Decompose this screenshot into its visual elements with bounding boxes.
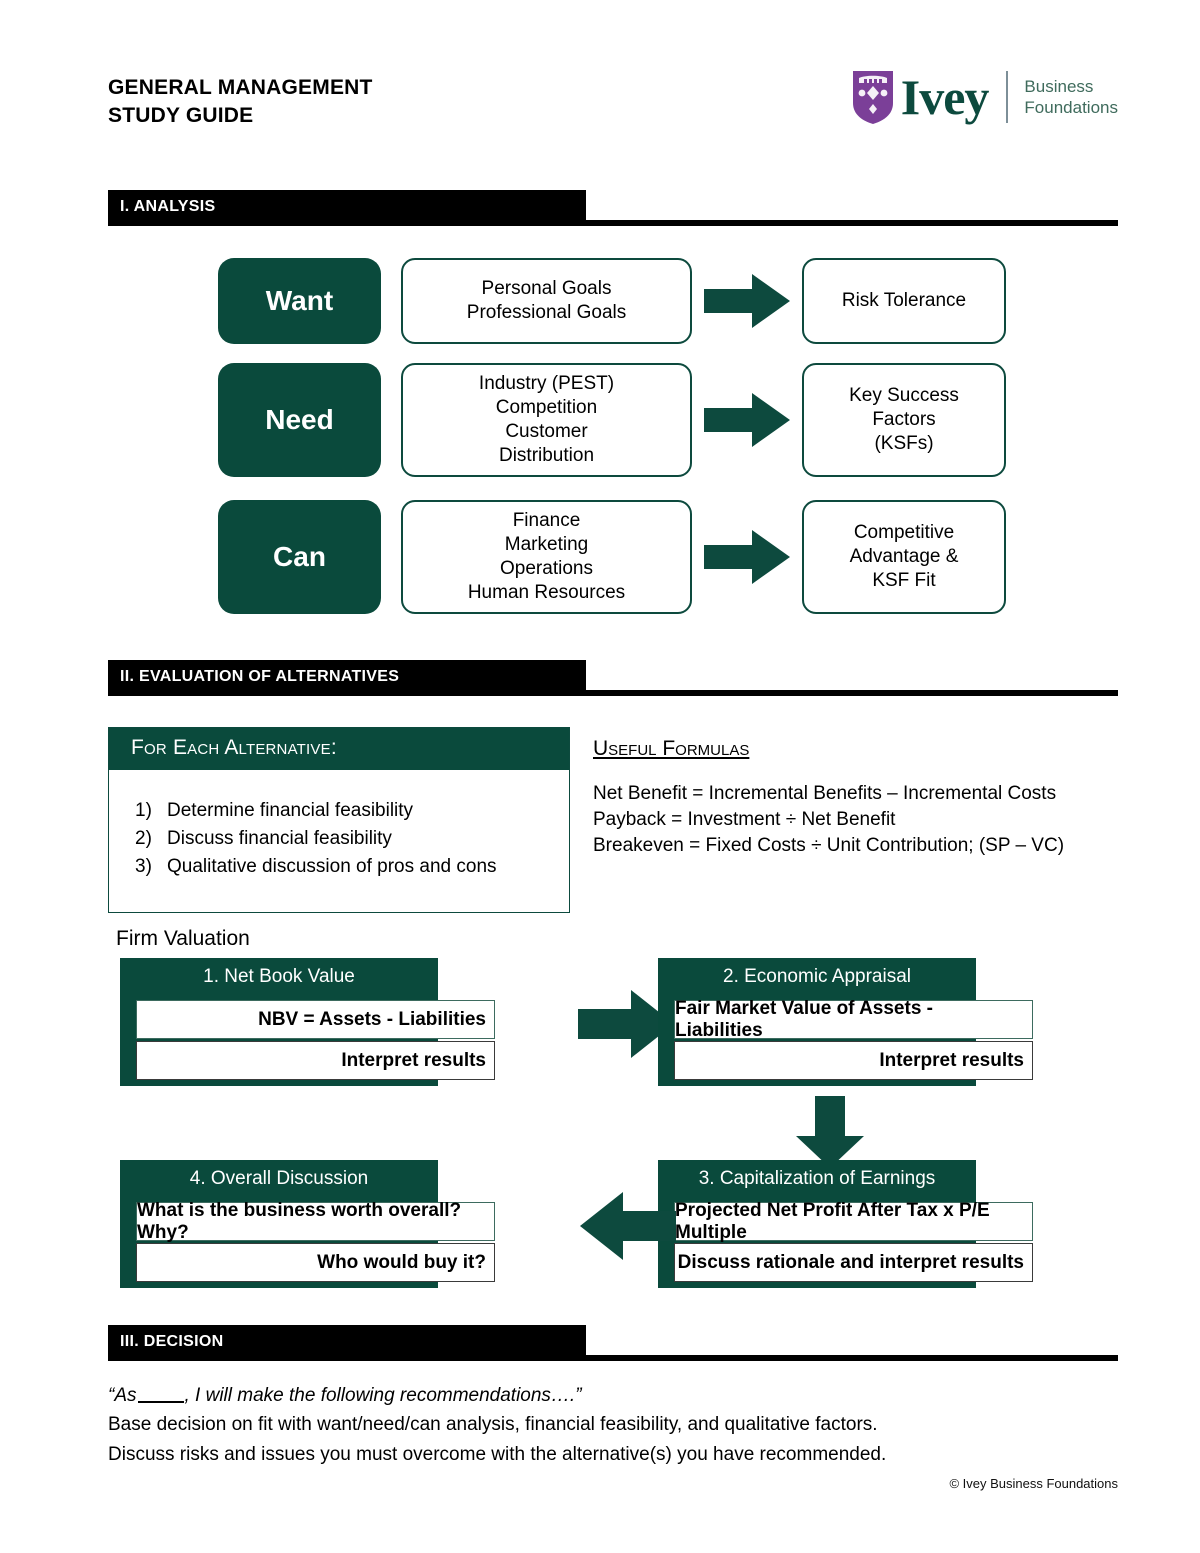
arrow-cell-can <box>692 500 802 614</box>
firm-valuation-label: Firm Valuation <box>116 927 250 950</box>
valuation-step-2-row1: Fair Market Value of Assets - Liabilitie… <box>674 998 1033 1041</box>
valuation-step-3-row2: Discuss rationale and interpret results <box>674 1243 1033 1282</box>
for-each-alternative-list: 1) Determine financial feasibility 2) Di… <box>109 770 569 912</box>
section-bar-block <box>108 190 586 226</box>
valuation-step-2: 2. Economic Appraisal Fair Market Value … <box>658 958 1033 1086</box>
list-item-number: 1) <box>135 800 152 821</box>
list-item-label: Qualitative discussion of pros and cons <box>167 856 497 877</box>
section-header-analysis: I. ANALYSIS <box>108 190 1118 226</box>
list-item-label: Determine financial feasibility <box>167 800 414 821</box>
for-each-alternative-heading: For Each Alternative: <box>109 728 569 770</box>
footer-copyright: © Ivey Business Foundations <box>949 1476 1118 1491</box>
analysis-key-can: Can <box>218 500 381 614</box>
useful-formulas-title: Useful Formulas <box>593 737 750 760</box>
list-item: 1) Determine financial feasibility <box>123 798 559 824</box>
analysis-outcome-need-text: Key Success Factors (KSFs) <box>849 385 959 454</box>
section-header-decision: III. DECISION <box>108 1325 1118 1361</box>
analysis-detail-want-text: Personal Goals Professional Goals <box>466 278 627 323</box>
decision-blank-field <box>137 1401 184 1403</box>
for-each-alternative-box: For Each Alternative: 1) Determine finan… <box>108 727 570 913</box>
document-header: GENERAL MANAGEMENT STUDY GUIDE Ivey Busi… <box>108 71 1118 154</box>
decision-body: “As , I will make the following recommend… <box>108 1382 1118 1470</box>
analysis-outcome-can-text: Competitive Advantage & KSF Fit <box>849 522 959 591</box>
section-label-analysis: I. ANALYSIS <box>120 198 216 215</box>
decision-line-2: Base decision on fit with want/need/can … <box>108 1414 878 1435</box>
valuation-step-1: 1. Net Book Value NBV = Assets - Liabili… <box>120 958 495 1086</box>
ivey-business-foundations-logo: Ivey Business Foundations <box>851 62 1118 132</box>
useful-formulas: Useful Formulas Net Benefit = Incrementa… <box>593 737 1118 859</box>
arrow-right-icon <box>704 530 790 584</box>
logo-wordmark: Ivey <box>900 69 990 125</box>
valuation-step-4-row2: Who would buy it? <box>136 1243 495 1282</box>
formula-line: Breakeven = Fixed Costs ÷ Unit Contribut… <box>593 835 1065 856</box>
section-bar-block <box>108 660 586 696</box>
logo-divider <box>1006 71 1009 123</box>
analysis-row-need: Need Industry (PEST) Competition Custome… <box>108 363 1118 477</box>
valuation-step-1-row1: NBV = Assets - Liabilities <box>136 1000 495 1039</box>
valuation-step-4: 4. Overall Discussion What is the busine… <box>120 1160 495 1288</box>
decision-quote-after: , I will make the following recommendati… <box>184 1385 582 1406</box>
valuation-step-3-title: 3. Capitalization of Earnings <box>698 1168 936 1189</box>
analysis-detail-can-text: Finance Marketing Operations Human Resou… <box>467 510 626 603</box>
section-label-evaluation: II. EVALUATION OF ALTERNATIVES <box>120 668 400 685</box>
decision-quote-before: “As <box>108 1385 137 1406</box>
section-bar-rule <box>586 1355 1118 1361</box>
valuation-step-3-row1: Projected Net Profit After Tax x P/E Mul… <box>674 1200 1033 1243</box>
arrow-left-icon <box>580 1192 676 1260</box>
decision-quote: “As , I will make the following recommend… <box>108 1382 1118 1410</box>
arrow-cell-need <box>692 363 802 477</box>
decision-line-3: Discuss risks and issues you must overco… <box>108 1444 887 1465</box>
analysis-detail-need: Industry (PEST) Competition Customer Dis… <box>401 363 692 477</box>
formula-line: Net Benefit = Incremental Benefits – Inc… <box>593 783 1057 804</box>
list-item: 2) Discuss financial feasibility <box>123 826 559 852</box>
section-bar-block <box>108 1325 586 1361</box>
arrow-right-icon <box>704 274 790 328</box>
formula-line: Payback = Investment ÷ Net Benefit <box>593 809 896 830</box>
analysis-detail-need-text: Industry (PEST) Competition Customer Dis… <box>478 373 615 466</box>
valuation-step-2-title: 2. Economic Appraisal <box>723 966 911 987</box>
section-bar-rule <box>586 690 1118 696</box>
valuation-step-2-row2: Interpret results <box>674 1041 1033 1080</box>
analysis-outcome-can: Competitive Advantage & KSF Fit <box>802 500 1006 614</box>
analysis-detail-can: Finance Marketing Operations Human Resou… <box>401 500 692 614</box>
analysis-outcome-want: Risk Tolerance <box>802 258 1006 344</box>
list-item-label: Discuss financial feasibility <box>167 828 392 849</box>
arrow-right-icon <box>578 990 674 1058</box>
section-label-decision: III. DECISION <box>120 1333 224 1350</box>
arrow-down-icon <box>796 1096 864 1168</box>
valuation-step-4-title: 4. Overall Discussion <box>189 1168 369 1189</box>
valuation-step-1-row2: Interpret results <box>136 1041 495 1080</box>
analysis-key-want: Want <box>218 258 381 344</box>
analysis-key-need: Need <box>218 363 381 477</box>
section-header-evaluation: II. EVALUATION OF ALTERNATIVES <box>108 660 1118 696</box>
section-bar-rule <box>586 220 1118 226</box>
arrow-right-icon <box>704 393 790 447</box>
list-item-number: 3) <box>135 856 152 877</box>
analysis-detail-want: Personal Goals Professional Goals <box>401 258 692 344</box>
page-title: GENERAL MANAGEMENT STUDY GUIDE <box>108 76 373 127</box>
analysis-outcome-want-text: Risk Tolerance <box>841 290 967 311</box>
list-item: 3) Qualitative discussion of pros and co… <box>123 854 559 880</box>
valuation-step-3: 3. Capitalization of Earnings Projected … <box>658 1160 1033 1288</box>
analysis-row-want: Want Personal Goals Professional Goals R… <box>108 258 1118 344</box>
analysis-row-can: Can Finance Marketing Operations Human R… <box>108 500 1118 614</box>
list-item-number: 2) <box>135 828 152 849</box>
logo-subtitle: Business Foundations <box>1024 77 1118 117</box>
ivey-shield-icon <box>852 71 893 124</box>
analysis-outcome-need: Key Success Factors (KSFs) <box>802 363 1006 477</box>
valuation-step-1-title: 1. Net Book Value <box>203 966 355 987</box>
valuation-step-4-row1: What is the business worth overall? Why? <box>136 1200 495 1243</box>
arrow-cell-want <box>692 258 802 344</box>
